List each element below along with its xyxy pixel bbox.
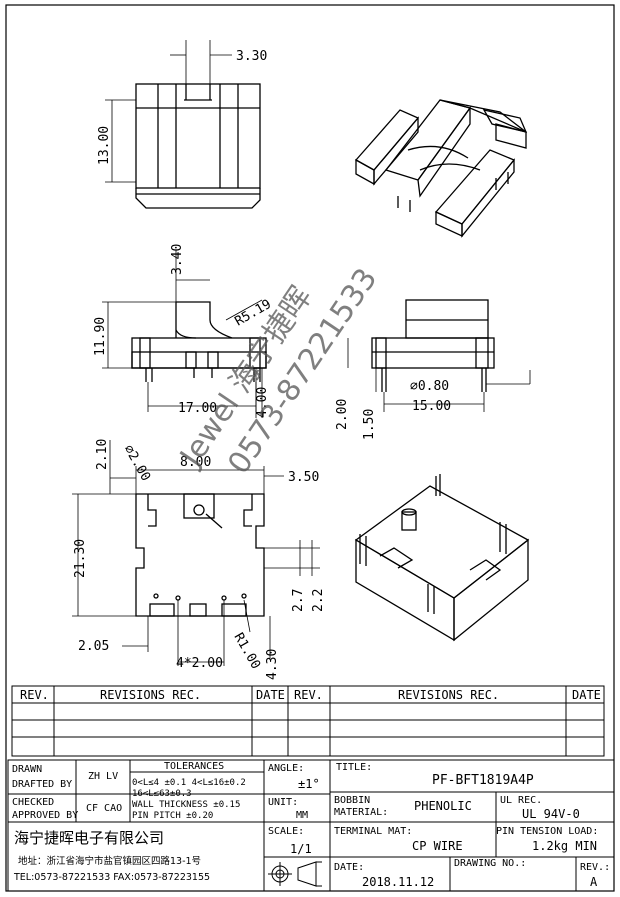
tension-value: 1.2kg MIN — [532, 839, 597, 853]
title-value: PF-BFT1819A4P — [432, 773, 534, 788]
tol-line-2: 16<L≤63±0.3 — [132, 789, 192, 799]
dim-bottom-pitch-top: 8.00 — [180, 455, 211, 470]
revisions-col-label: REVISIONS REC. — [100, 688, 201, 702]
bottom-view-dims — [72, 440, 320, 666]
revisions-table — [11, 685, 605, 757]
ul-value: UL 94V-0 — [522, 807, 580, 821]
company-contact: TEL:0573-87221533 FAX:0573-87223155 — [13, 872, 210, 883]
end-view-dims — [347, 338, 531, 412]
dim-top-height: 13.00 — [97, 126, 112, 165]
material-value: PHENOLIC — [414, 799, 472, 813]
bobbin-label: BOBBIN — [334, 795, 370, 806]
bottom-view — [135, 493, 265, 617]
revisions-col-label-2: REVISIONS REC. — [398, 688, 499, 702]
iso-view-bottom — [354, 474, 530, 642]
dim-bottom-pitch: 4*2.00 — [176, 656, 223, 671]
dim-end-a: 2.00 — [335, 399, 350, 430]
tolerances-label: TOLERANCES — [164, 761, 224, 772]
dim-top-width: 3.30 — [236, 49, 267, 64]
dim-end-span: 15.00 — [412, 399, 451, 414]
dim-end-b: 1.50 — [362, 409, 377, 440]
material-label: MATERIAL: — [334, 807, 388, 818]
date-label: DATE: — [334, 862, 364, 873]
dim-bottom-a: 2.10 — [95, 439, 110, 470]
angle-label: ANGLE: — [268, 763, 304, 774]
end-view — [371, 299, 495, 392]
angle-value: ±1° — [298, 777, 320, 791]
tol-line-1: 0<L≤4 ±0.1 4<L≤16±0.2 — [132, 778, 246, 788]
rev-col-label-2: REV. — [294, 688, 323, 702]
dim-end-pin-dia: ⌀0.80 — [410, 379, 449, 394]
terminal-label: TERMINAL MAT: — [334, 826, 412, 837]
dim-side-pin: 4.00 — [255, 387, 270, 418]
dim-side-height: 11.90 — [93, 317, 108, 356]
tol-line-4: PIN PITCH ±0.20 — [132, 811, 213, 821]
side-view — [131, 301, 267, 382]
checked-label: CHECKED — [12, 797, 54, 808]
side-view-dims — [102, 250, 263, 418]
scale-label: SCALE: — [268, 826, 304, 837]
top-view-dims — [105, 40, 232, 183]
date-col-label-2: DATE — [572, 688, 601, 702]
date-value: 2018.11.12 — [362, 875, 434, 889]
rev-label: REV.: — [580, 862, 610, 873]
drafted-value: ZH LV — [88, 771, 118, 782]
dim-side-top: 3.40 — [170, 244, 185, 275]
ul-label: UL REC. — [500, 795, 542, 806]
dim-bottom-height: 21.30 — [73, 539, 88, 578]
dim-bottom-b: 2.7 — [291, 589, 306, 612]
dim-side-span: 17.00 — [178, 401, 217, 416]
scale-value: 1/1 — [290, 842, 312, 856]
drawing-no-label: DRAWING NO.: — [454, 858, 526, 869]
approved-value: CF CAO — [86, 803, 122, 814]
iso-view-top — [354, 99, 528, 238]
terminal-value: CP WIRE — [412, 839, 463, 853]
company-address: 地址：浙江省海宁市盐官镇园区四路13-1号 — [18, 855, 201, 867]
rev-value: A — [590, 875, 598, 889]
approved-label: APPROVED BY — [12, 810, 78, 821]
drawn-label: DRAWN — [12, 764, 42, 775]
rev-col-label: REV. — [20, 688, 49, 702]
drafted-label: DRAFTED BY — [12, 779, 72, 790]
tension-label: PIN TENSION LOAD: — [496, 826, 598, 837]
unit-value: MM — [296, 810, 308, 821]
dim-bottom-c: 2.2 — [311, 589, 326, 612]
tol-line-3: WALL THICKNESS ±0.15 — [132, 800, 240, 810]
date-col-label: DATE — [256, 688, 285, 702]
title-block — [7, 759, 615, 892]
top-view — [135, 83, 261, 209]
unit-label: UNIT: — [268, 797, 298, 808]
dim-bottom-radius: R1.00 — [231, 631, 264, 672]
dim-bottom-left: 2.05 — [78, 639, 109, 654]
company-name: 海宁捷晖电子有限公司 — [14, 829, 164, 847]
dim-bottom-right: 3.50 — [288, 470, 319, 485]
dim-bottom-d: 4.30 — [265, 649, 280, 680]
title-label: TITLE: — [336, 762, 372, 773]
